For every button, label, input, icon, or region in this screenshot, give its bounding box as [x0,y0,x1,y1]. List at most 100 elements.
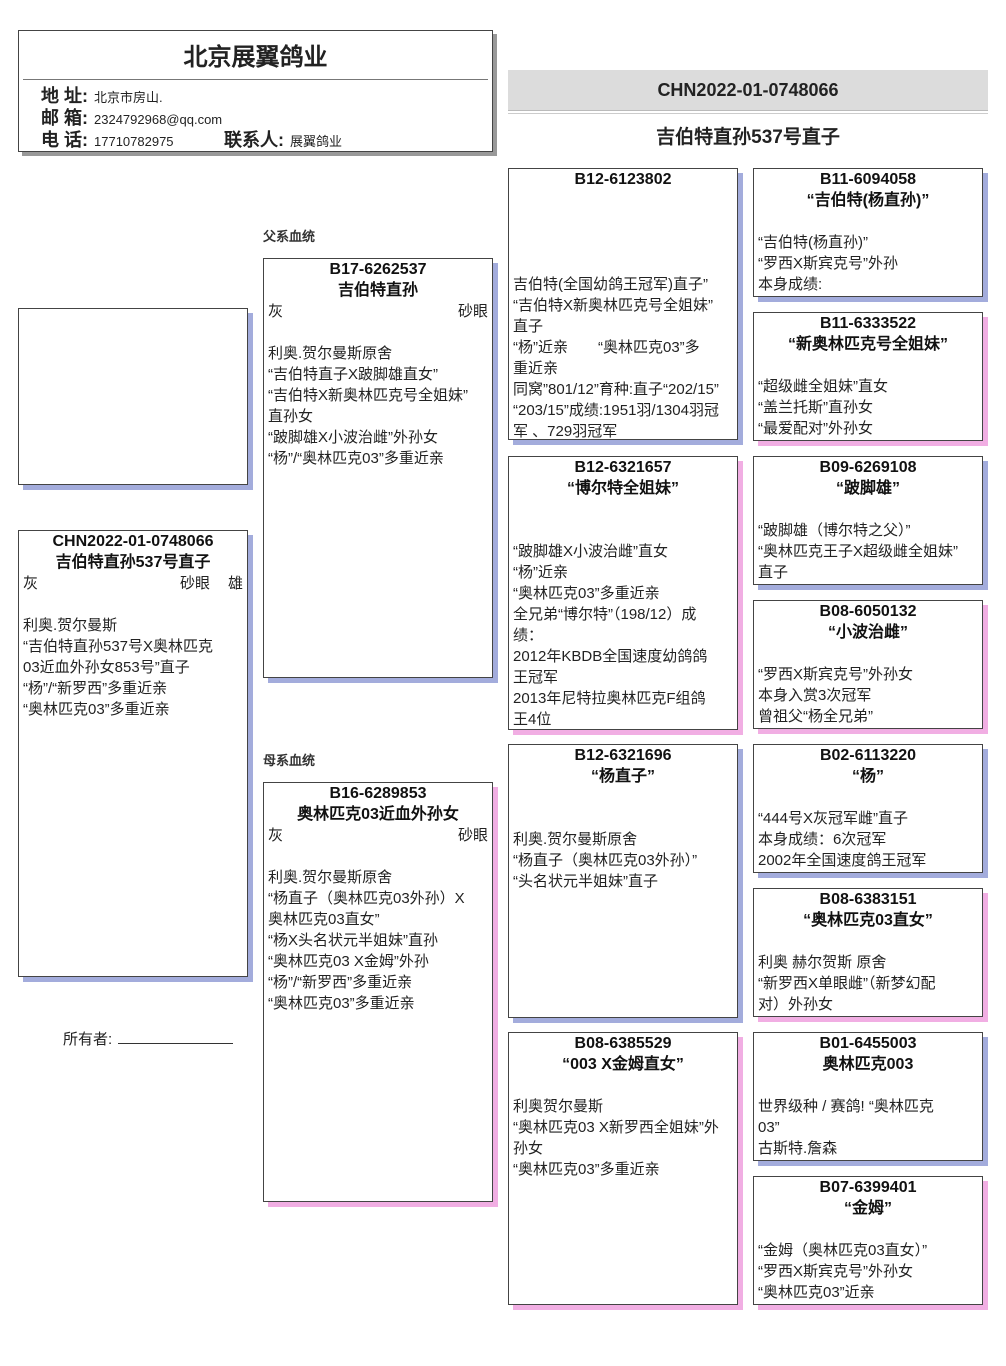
phone-value: 17710782975 [94,134,174,149]
spacer [268,846,488,867]
note-line: 利奥贺尔曼斯 [513,1098,604,1115]
note-line: “203/15”成绩:1951羽/1304羽冠 [513,402,719,419]
ring-number: B11-6094058 [819,171,917,188]
note-line: “罗西X斯宾克号”外孙 [758,255,898,272]
pigeon-name: “新奥林匹克号全姐妹” [787,336,948,353]
pigeon-name: 奥林匹克03近血外孙女 [297,806,459,823]
note-line: “跛脚雄X小波治雌”外孙女 [268,429,438,446]
note-line: 奥林匹克03直女” [268,911,380,928]
eye-sex: 砂眼雄 [180,573,243,594]
color-value: 灰 [268,303,284,320]
note-line: “奥林匹克03 X新罗西全姐妹”外 [513,1119,719,1136]
ring-number: B12-6321696 [574,747,672,764]
grandparent-card[interactable]: B12-6321657“博尔特全姐妹”“跛脚雄X小波治雌”直女“杨”近亲“奥林匹… [508,456,738,730]
color-eye-row: 灰 砂眼雄 [23,573,243,594]
ring-number: B16-6289853 [329,785,427,802]
note-line: 世界级种 / 赛鸽! “奥林匹克 [758,1098,934,1115]
great-grandparent-card[interactable]: B08-6050132“小波治雌”“罗西X斯宾克号”外孙女本身入赏3次冠军曾祖父… [753,600,983,729]
pigeon-name: “小波治雌” [827,624,908,641]
note-line: “杨”/“新罗西”多重近亲 [268,974,413,991]
note-line: 直子 [758,564,789,581]
note-line: 全兄弟“博尔特”（198/12）成 [513,606,697,623]
note-line: 03” [758,1119,780,1136]
grandparent-card[interactable]: B12-6321696“杨直子”利奥.贺尔曼斯原舍“杨直子（奥林匹克03外孙）”… [508,744,738,1018]
note-line: “奥林匹克03”近亲 [758,1284,875,1301]
note-line: “444号X灰冠军雌”直子 [758,810,909,827]
note-line: “罗西X斯宾克号”外孙女 [758,1263,913,1280]
ring-number: B11-6333522 [819,315,917,332]
dam-card[interactable]: B16-6289853 奥林匹克03近血外孙女灰砂眼利奥.贺尔曼斯原舍 “杨直子（奥… [263,782,493,1202]
note-line: 利奥.贺尔曼斯 [23,617,118,634]
note-line: “跛脚雄（博尔特之父）” [758,522,911,539]
note-line: “杨直子（奥林匹克03外孙）X [268,890,465,907]
spacer [513,232,733,253]
note-line: 对）外孙女 [758,996,834,1013]
note-line: “吉伯特(杨直孙)” [758,234,868,251]
owner-label: 所有者: [63,1031,113,1048]
note-line: “杨X头名状元半姐妹”直孙 [268,932,438,949]
great-grandparent-card[interactable]: B08-6383151“奥林匹克03直女”利奥 赫尔贺斯 原舍“新罗西X单眼雌”… [753,888,983,1017]
great-grandparent-card[interactable]: B11-6094058 “吉伯特(杨直孙)” “吉伯特(杨直孙)” “罗西X斯宾克号”… [753,168,983,297]
great-grandparent-card[interactable]: B09-6269108“跛脚雄”“跛脚雄（博尔特之父）”“奥林匹克王子X超级雌全… [753,456,983,585]
note-line: “盖兰托斯”直孙女 [758,399,873,416]
note-line: “杨”近亲 “奥林匹克03”多 [513,339,700,356]
pigeon-name: “吉伯特(杨直孙)” [806,192,930,209]
note-line: 直孙女 [268,408,314,425]
pigeon-name: “奥林匹克03直女” [803,912,933,929]
spacer [758,643,978,664]
spacer [758,931,978,952]
spacer [513,190,733,211]
color-eye-row: 灰砂眼 [268,825,488,846]
sire-line-label: 父系血统 [263,229,316,244]
great-grandparent-card[interactable]: B07-6399401“金姆”“金姆（奥林匹克03直女）”“罗西X斯宾克号”外孙… [753,1176,983,1305]
note-line: 本身成绩: [758,276,823,293]
note-line: 本身入赏3次冠军 [758,687,872,704]
note-line: 直子 [513,318,544,335]
ring-number: B08-6050132 [819,603,917,620]
note-line: 2002年全国速度鸽王冠军 [758,852,927,869]
divider [23,79,488,80]
ring-number: B01-6455003 [819,1035,917,1052]
owner-blank-line [118,1029,234,1044]
subject-ring-banner: CHN2022-01-0748066 [508,70,988,111]
contact-value: 展翼鸽业 [290,134,343,149]
note-line: “跛脚雄X小波治雌”直女 [513,543,668,560]
note-line: “奥林匹克03”多重近亲 [513,1161,660,1178]
pigeon-name: “博尔特全姐妹” [566,480,679,497]
spacer [513,520,733,541]
eye-value: 砂眼 [457,303,488,320]
great-grandparent-card[interactable]: B11-6333522“新奥林匹克号全姐妹”“超级雌全姐妹”直女“盖兰托斯”直孙… [753,312,983,441]
ring-number: B08-6385529 [574,1035,672,1052]
note-line: “奥林匹克03”多重近亲 [23,701,170,718]
eye-value: 砂眼 [457,827,488,844]
spacer [513,787,733,808]
subject-title: 吉伯特直孙537号直子 [656,127,840,148]
ring-number: B07-6399401 [819,1179,917,1196]
spacer [513,499,733,520]
note-line: “吉伯特直孙537号X奥林匹克 [23,638,214,655]
pigeon-name: “金姆” [843,1200,892,1217]
email-label: 邮 箱: [41,108,88,128]
sex-value: 雄 [227,575,243,592]
ring-number: B08-6383151 [819,891,917,908]
note-line: 绩： [513,627,544,644]
spacer [268,322,488,343]
note-line: 利奥.贺尔曼斯原舍 [268,869,393,886]
note-line: 03近血外孙女853号”直子 [23,659,190,676]
note-line: 同窝”801/12”育种:直子“202/15” [513,381,719,398]
color-value: 灰 [23,575,39,592]
note-line: 王4位 [513,711,552,728]
spacer [513,211,733,232]
grandparent-card[interactable]: B08-6385529“003 X金姆直女”利奥贺尔曼斯“奥林匹克03 X新罗西… [508,1032,738,1305]
note-line: “杨直子（奥林匹克03外孙）” [513,852,698,869]
color-eye-row: 灰 砂眼 [268,301,488,322]
note-line: 孙女 [513,1140,544,1157]
spacer [758,355,978,376]
note-line: 利奥 赫尔贺斯 原舍 [758,954,887,971]
